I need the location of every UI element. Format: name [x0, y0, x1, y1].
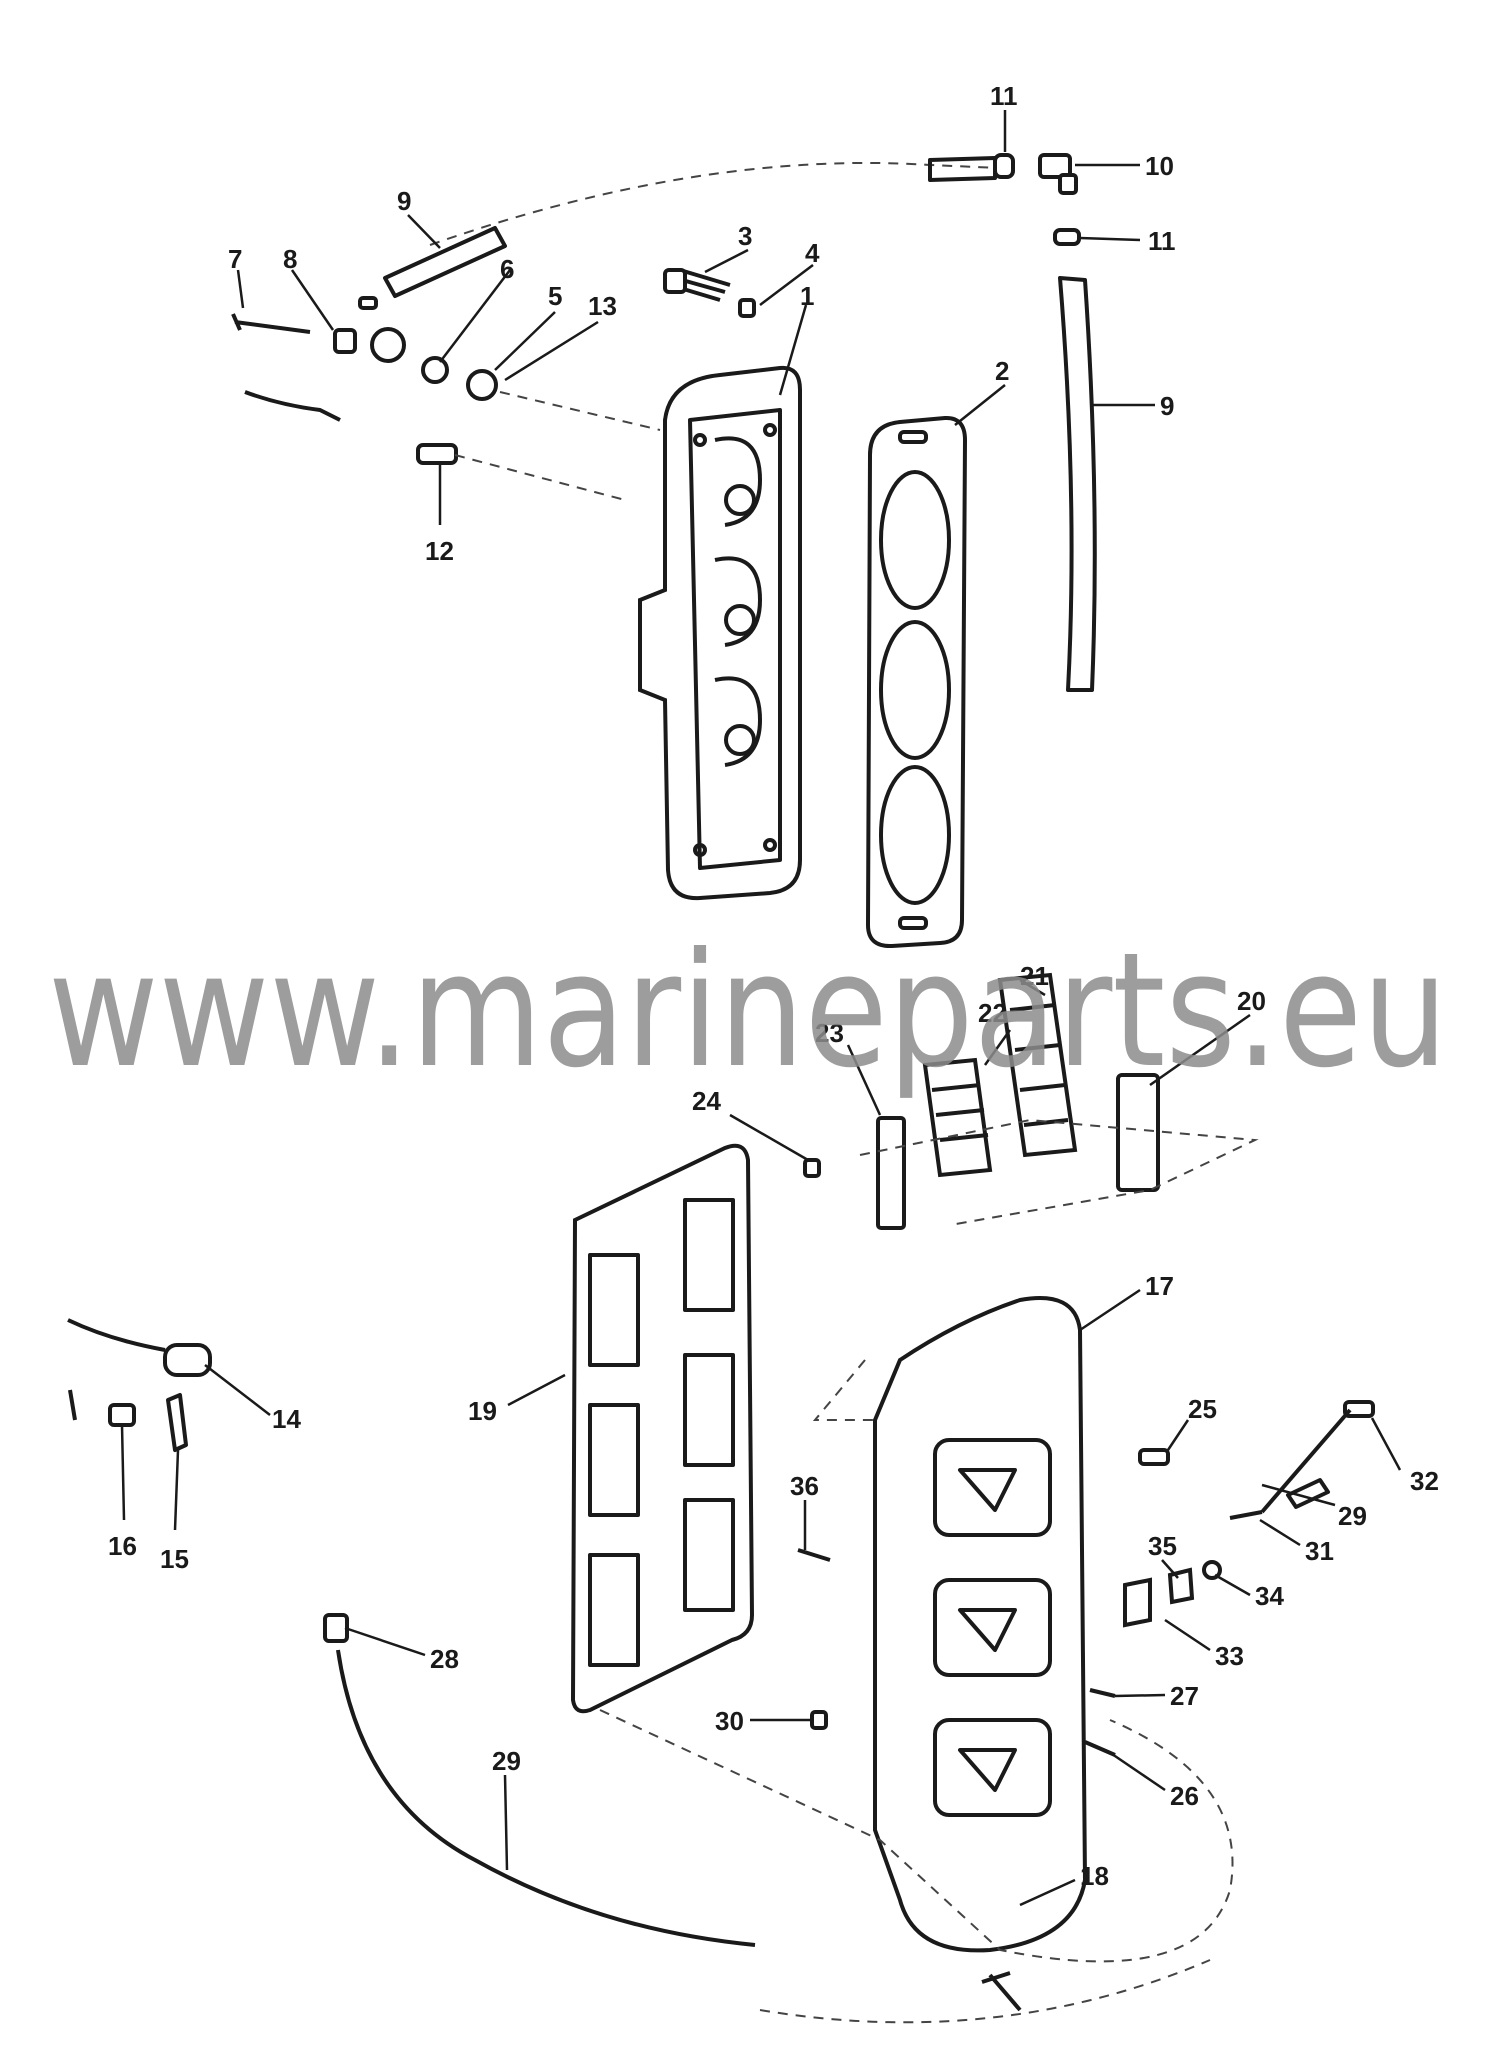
reed-petals: [922, 1057, 993, 1178]
stud-36: [797, 1548, 831, 1562]
callout-12: 12: [425, 536, 454, 566]
bracket-35: [1123, 1577, 1152, 1628]
hose-top-segment: [928, 156, 997, 182]
temperature-sensor: [416, 443, 458, 465]
callout-30: 30: [715, 1706, 744, 1736]
callout-6: 6: [500, 254, 514, 284]
callout-15: 15: [160, 1544, 189, 1574]
bolt-25: [1138, 1448, 1170, 1466]
callout-24: 24: [692, 1086, 721, 1116]
callout-25: 25: [1188, 1394, 1217, 1424]
hose-clamp-mid: [1053, 228, 1081, 246]
callout-20: 20: [1237, 986, 1266, 1016]
callout-19: 19: [468, 1396, 497, 1426]
callout-29a: 29: [492, 1746, 521, 1776]
sensor-wire: [244, 390, 341, 422]
callout-18: 18: [1080, 1861, 1109, 1891]
lead-assembly-14: [67, 1318, 212, 1421]
callout-36: 36: [790, 1471, 819, 1501]
callout-22: 22: [978, 998, 1007, 1028]
crankcase: [873, 1296, 1088, 1953]
hose-route-top: [429, 161, 1001, 246]
callout-labels: 1 2 3 4 5 6 7 8 9 9 10 11 11 12 13 14 15…: [108, 81, 1439, 1891]
callout-7: 7: [228, 244, 242, 274]
water-fittings: [333, 296, 498, 401]
reed-block: [997, 972, 1078, 1158]
watermark-text: www.marineparts.eu: [48, 919, 1448, 1103]
callout-16: 16: [108, 1531, 137, 1561]
bolt-7: [231, 313, 311, 334]
hose-29-right: [1286, 1478, 1330, 1509]
clip-15: [166, 1393, 188, 1452]
callout-32: 32: [1410, 1466, 1439, 1496]
hose-left: [383, 226, 507, 298]
cylinder-head-cover: [638, 365, 802, 901]
callout-2: 2: [995, 356, 1009, 386]
callout-8: 8: [283, 244, 297, 274]
callout-35: 35: [1148, 1531, 1177, 1561]
callout-33: 33: [1215, 1641, 1244, 1671]
fitting-26: [1084, 1740, 1116, 1757]
callout-9b: 9: [1160, 391, 1174, 421]
callout-29b: 29: [1338, 1501, 1367, 1531]
callout-5: 5: [548, 281, 562, 311]
fitting-31: [1229, 1510, 1263, 1520]
callout-4: 4: [805, 238, 820, 268]
callout-21: 21: [1020, 961, 1049, 991]
callout-11b: 11: [1148, 226, 1176, 256]
callout-34: 34: [1255, 1581, 1284, 1611]
callout-10: 10: [1145, 151, 1174, 181]
hose-29-left: [336, 1649, 756, 1947]
callout-27: 27: [1170, 1681, 1199, 1711]
fitting-32: [1343, 1400, 1375, 1418]
elbow-fitting: [1038, 153, 1078, 195]
intake-gasket-plate: [570, 1143, 755, 1714]
head-gasket: [865, 415, 968, 949]
bracket-33: [1167, 1567, 1195, 1605]
screw-34: [1202, 1560, 1222, 1580]
reed-stop: [876, 1116, 906, 1230]
leader-lines: [120, 110, 1402, 1907]
callout-17: 17: [1145, 1271, 1174, 1301]
hose-clamp-top: [993, 153, 1015, 179]
callout-28: 28: [430, 1644, 459, 1674]
callout-9a: 9: [397, 186, 411, 216]
reed-gasket: [1116, 1073, 1160, 1192]
callout-31: 31: [1305, 1536, 1334, 1566]
callout-23: 23: [815, 1018, 844, 1048]
callout-11a: 11: [990, 81, 1018, 111]
spring-assembly: [663, 268, 756, 318]
callout-1: 1: [800, 281, 814, 311]
plug-30: [810, 1710, 828, 1730]
hose-right: [1058, 276, 1097, 692]
callout-3: 3: [738, 221, 752, 251]
fitting-27: [1089, 1688, 1116, 1698]
screw-16: [108, 1403, 136, 1427]
callout-14: 14: [272, 1404, 301, 1434]
reed-screw: [803, 1158, 821, 1178]
callout-26: 26: [1170, 1781, 1199, 1811]
fitting-28: [323, 1613, 349, 1643]
callout-13: 13: [588, 291, 617, 321]
bolt-18: [981, 1971, 1022, 2012]
